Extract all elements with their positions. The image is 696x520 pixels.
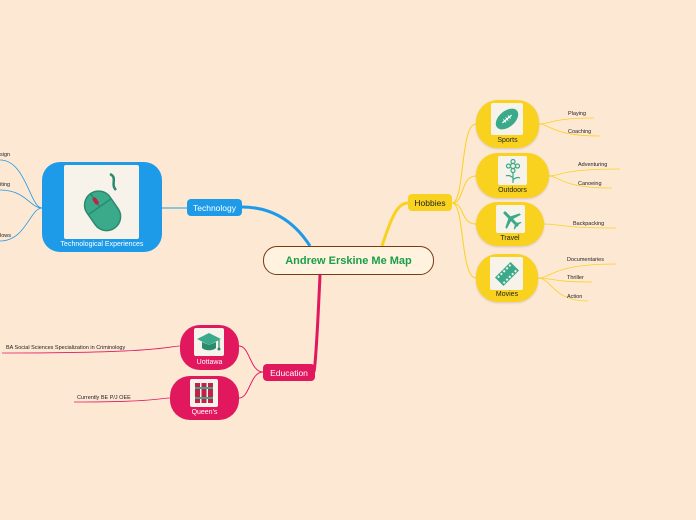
tech-leaf-3[interactable]: lows: [0, 233, 12, 239]
branch-education[interactable]: Education: [263, 364, 315, 381]
football-icon: [491, 103, 523, 135]
computer-mouse-icon: [64, 165, 139, 239]
books-icon: [190, 379, 218, 407]
leaf-backpacking[interactable]: Backpacking: [573, 221, 605, 227]
leaf-adventuring[interactable]: Adventuring: [578, 162, 608, 168]
tech-leaf-1[interactable]: sign: [0, 152, 11, 158]
central-topic[interactable]: Andrew Erskine Me Map: [263, 246, 434, 275]
flower-icon: [498, 156, 527, 185]
graduation-cap-icon: [194, 328, 224, 356]
tech-leaf-2[interactable]: iting: [0, 182, 11, 188]
leaf-be-pj-oee[interactable]: Currently BE P/J OEE: [77, 395, 131, 401]
leaf-playing[interactable]: Playing: [568, 111, 587, 117]
topic-sports[interactable]: Sports: [476, 100, 539, 148]
airplane-icon: [496, 205, 525, 233]
leaf-coaching[interactable]: Coaching: [568, 129, 592, 135]
leaf-canoeing[interactable]: Canoeing: [578, 181, 602, 187]
leaf-thriller[interactable]: Thriller: [567, 275, 584, 281]
leaf-documentaries[interactable]: Documentaries: [567, 257, 604, 263]
topic-movies[interactable]: Movies: [476, 254, 538, 302]
leaf-ba-criminology[interactable]: BA Social Sciences Specialization in Cri…: [6, 345, 126, 351]
topic-travel[interactable]: Travel: [476, 202, 544, 246]
topic-technological-experiences[interactable]: Technological Experiences: [42, 162, 162, 252]
topic-uottawa[interactable]: Uottawa: [180, 325, 239, 370]
film-strip-icon: [490, 257, 523, 290]
branch-hobbies[interactable]: Hobbies: [408, 194, 452, 211]
branch-technology[interactable]: Technology: [187, 199, 242, 216]
topic-outdoors[interactable]: Outdoors: [476, 153, 549, 198]
topic-queens[interactable]: Queen's: [170, 376, 239, 420]
leaf-action[interactable]: Action: [567, 294, 583, 300]
